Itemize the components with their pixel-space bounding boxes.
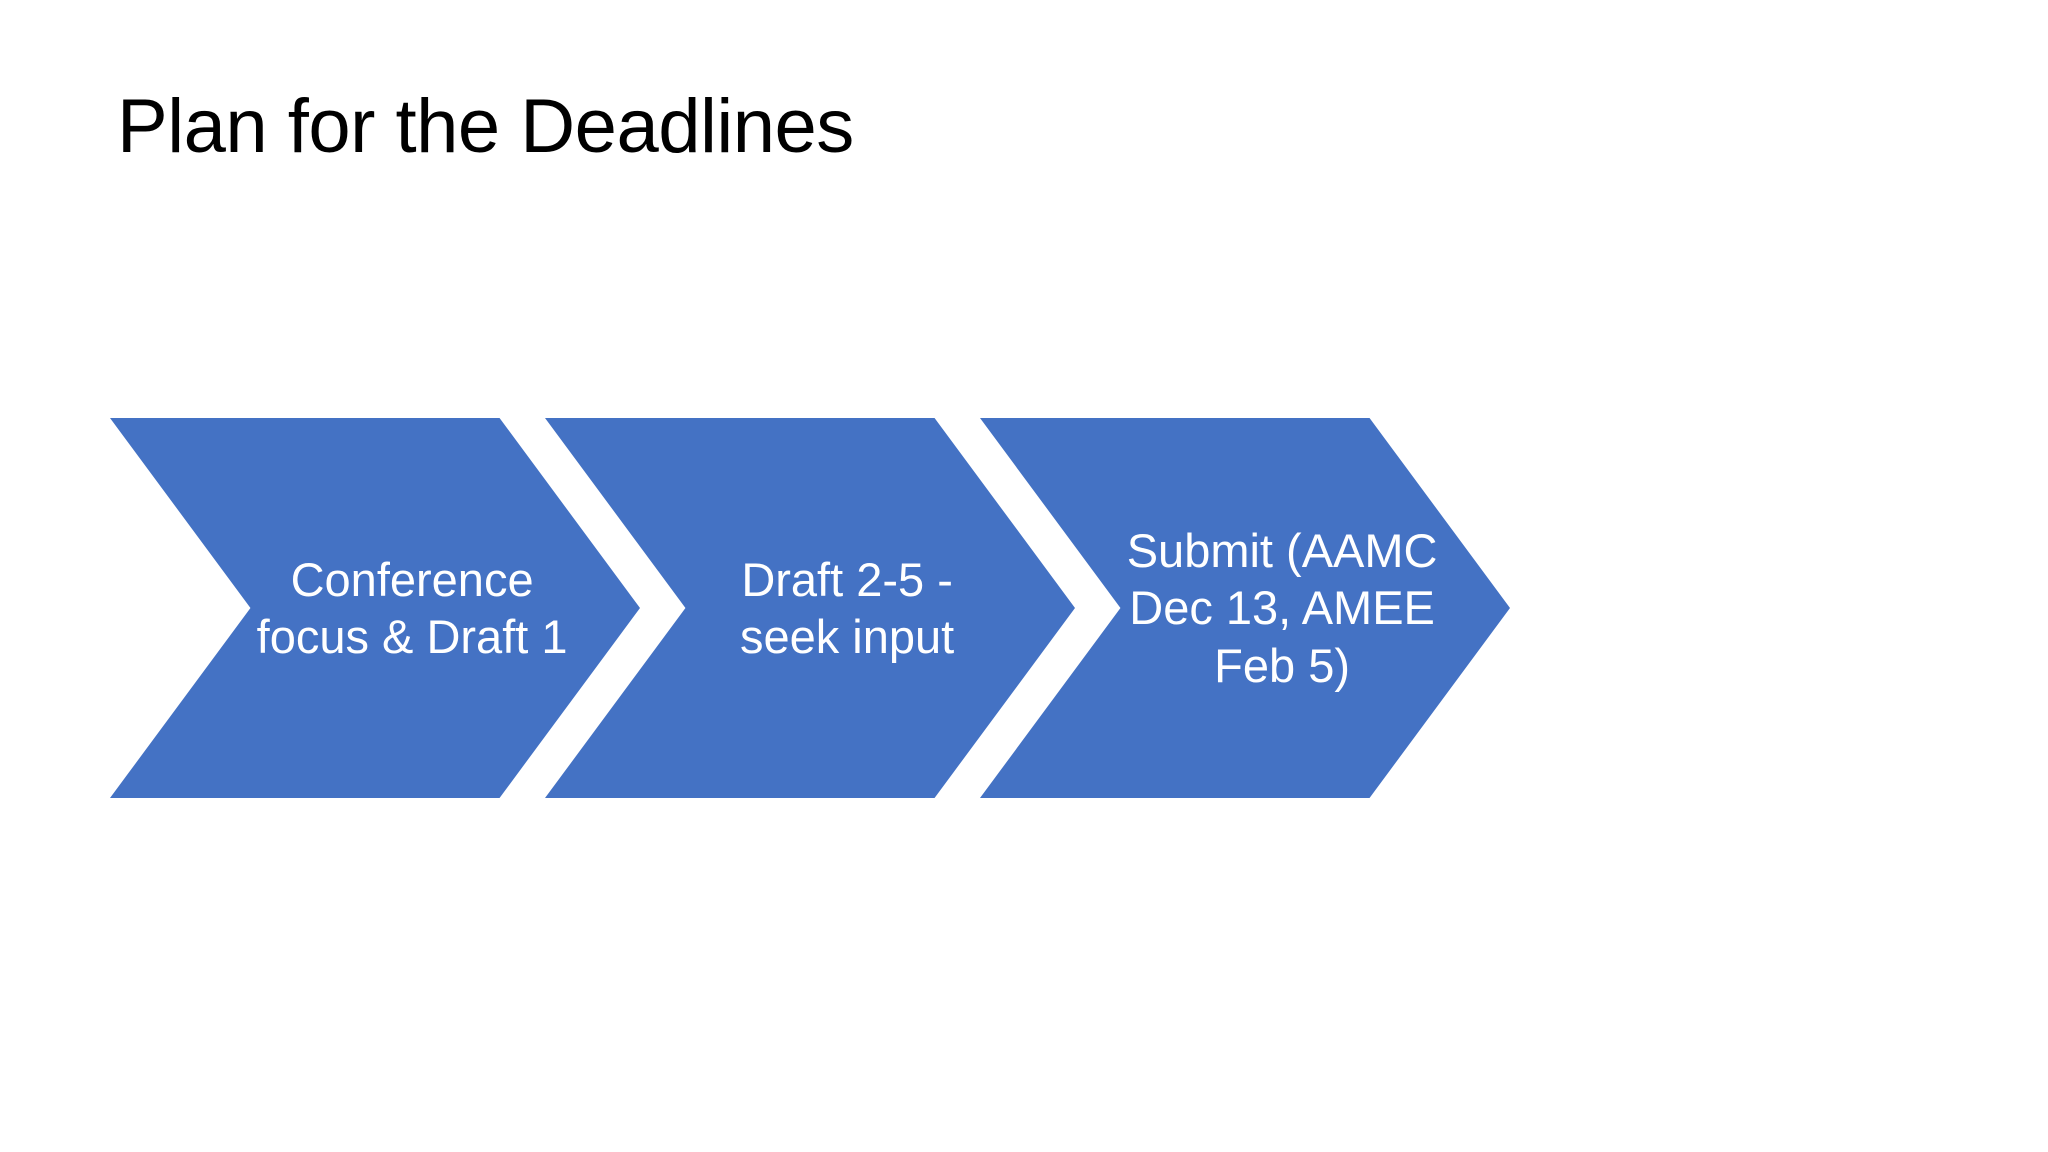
process-step-2-label: Draft 2-5 - seek input xyxy=(739,552,955,663)
process-step-1-label: Conference focus & Draft 1 xyxy=(256,552,568,663)
process-step-3-label: Submit (AAMC Dec 13, AMEE Feb 5) xyxy=(1126,524,1438,692)
process-step-1[interactable]: Conference focus & Draft 1 xyxy=(110,418,640,798)
page-title: Plan for the Deadlines xyxy=(117,84,854,169)
process-diagram: Conference focus & Draft 1 Draft 2-5 - s… xyxy=(0,418,2048,798)
